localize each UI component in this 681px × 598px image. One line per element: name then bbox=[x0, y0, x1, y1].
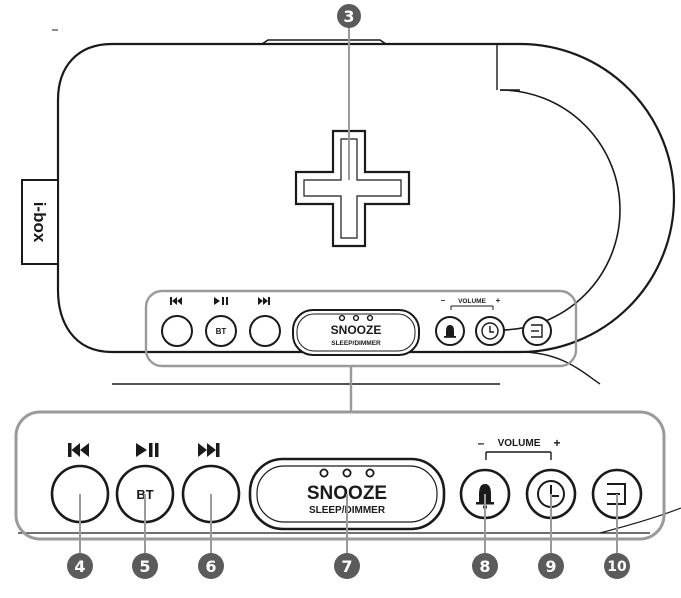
svg-text:4: 4 bbox=[74, 557, 85, 576]
play-pause-icon bbox=[214, 297, 228, 305]
snooze-dots bbox=[338, 314, 374, 322]
svg-text:9: 9 bbox=[545, 557, 556, 576]
small-control-panel: BT SNOOZE SLEEP/DIMMER VOLUME – + bbox=[144, 289, 578, 368]
callout-3: 3 bbox=[337, 4, 361, 28]
callout-5: 5 bbox=[132, 553, 158, 579]
svg-text:7: 7 bbox=[341, 557, 352, 576]
callout-7: 7 bbox=[334, 553, 360, 579]
callout-leaders bbox=[79, 494, 618, 558]
prev-track-icon bbox=[170, 297, 182, 305]
brand-logo: i-box bbox=[30, 202, 49, 243]
snooze-label: SNOOZE bbox=[331, 323, 382, 337]
volume-bracket-large bbox=[485, 451, 552, 460]
next-button[interactable] bbox=[249, 315, 281, 347]
next-track-icon bbox=[198, 443, 220, 457]
snooze-button[interactable] bbox=[292, 309, 420, 356]
base-curve bbox=[599, 507, 681, 534]
play-pause-icon bbox=[136, 443, 159, 457]
callout-6: 6 bbox=[198, 553, 224, 579]
bt-label: BT bbox=[216, 327, 227, 336]
volume-plus-large: + bbox=[553, 436, 560, 450]
prev-button[interactable] bbox=[161, 315, 193, 347]
brand-tab: i-box bbox=[21, 179, 59, 265]
snooze-dots-large bbox=[319, 468, 375, 478]
callout-10: 10 bbox=[604, 553, 630, 579]
next-track-icon bbox=[258, 297, 270, 305]
svg-text:10: 10 bbox=[607, 559, 627, 575]
svg-text:6: 6 bbox=[205, 557, 216, 576]
snooze-label-large: SNOOZE bbox=[307, 483, 387, 504]
volume-plus: + bbox=[496, 296, 501, 305]
top-pad-inner bbox=[303, 138, 402, 239]
alarm-bell-icon bbox=[444, 325, 456, 338]
svg-text:5: 5 bbox=[139, 557, 150, 576]
volume-label-large: VOLUME bbox=[498, 438, 541, 449]
large-control-panel: BT SNOOZE SLEEP/DIMMER VOLUME – + bbox=[14, 410, 681, 541]
callout-8: 8 bbox=[472, 553, 498, 579]
mode-icon bbox=[531, 324, 543, 338]
svg-text:3: 3 bbox=[343, 7, 354, 26]
svg-text:8: 8 bbox=[479, 557, 490, 576]
callout-9: 9 bbox=[538, 553, 564, 579]
volume-bracket bbox=[450, 305, 494, 310]
sleep-dimmer-label: SLEEP/DIMMER bbox=[331, 340, 381, 347]
volume-minus-large: – bbox=[478, 436, 485, 450]
clock-icon bbox=[481, 322, 499, 340]
top-pad-cross[interactable] bbox=[294, 129, 411, 248]
volume-minus: – bbox=[441, 296, 446, 305]
volume-label: VOLUME bbox=[458, 298, 486, 305]
snooze-button-inner bbox=[296, 313, 416, 352]
prev-track-icon bbox=[68, 443, 89, 457]
bt-button[interactable] bbox=[205, 315, 237, 347]
callout-4: 4 bbox=[67, 553, 93, 579]
